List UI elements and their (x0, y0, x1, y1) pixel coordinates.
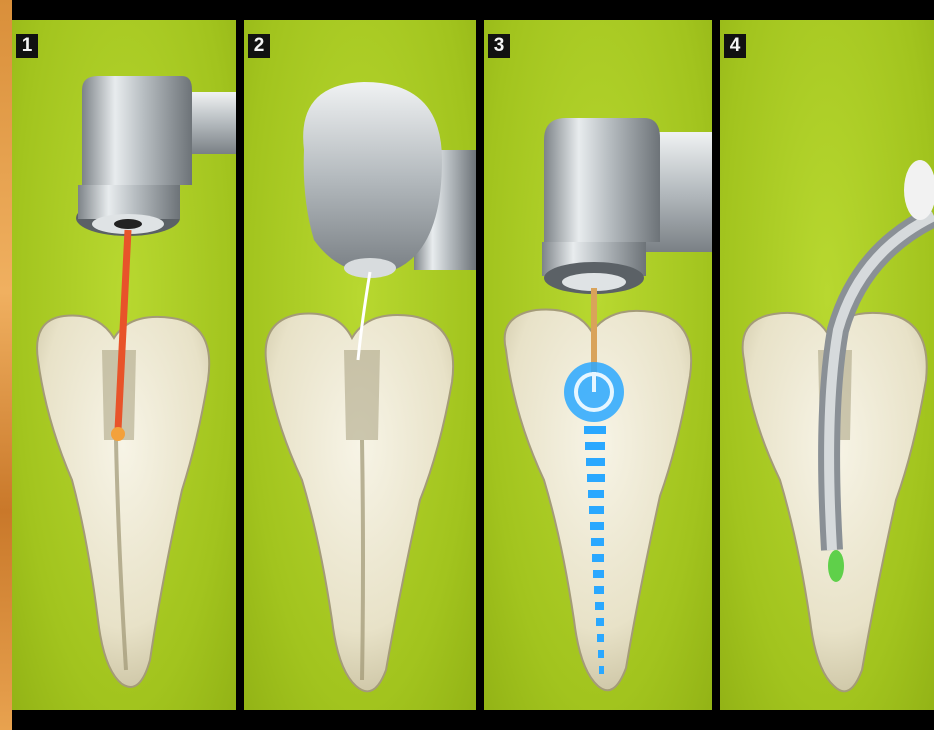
handpiece-icon (303, 82, 476, 278)
step-panel-1: 1 (12, 20, 236, 710)
bottom-bar (12, 710, 934, 730)
disinfectant-marker (828, 550, 844, 582)
tooth-icon (266, 314, 454, 692)
handpiece-icon (76, 76, 236, 236)
step-panel-3: 3 (484, 20, 712, 710)
handpiece-icon (542, 118, 712, 294)
left-edge-strip (0, 0, 12, 730)
step-panel-4: 4 (720, 20, 934, 710)
step-panel-2: 2 (244, 20, 476, 710)
